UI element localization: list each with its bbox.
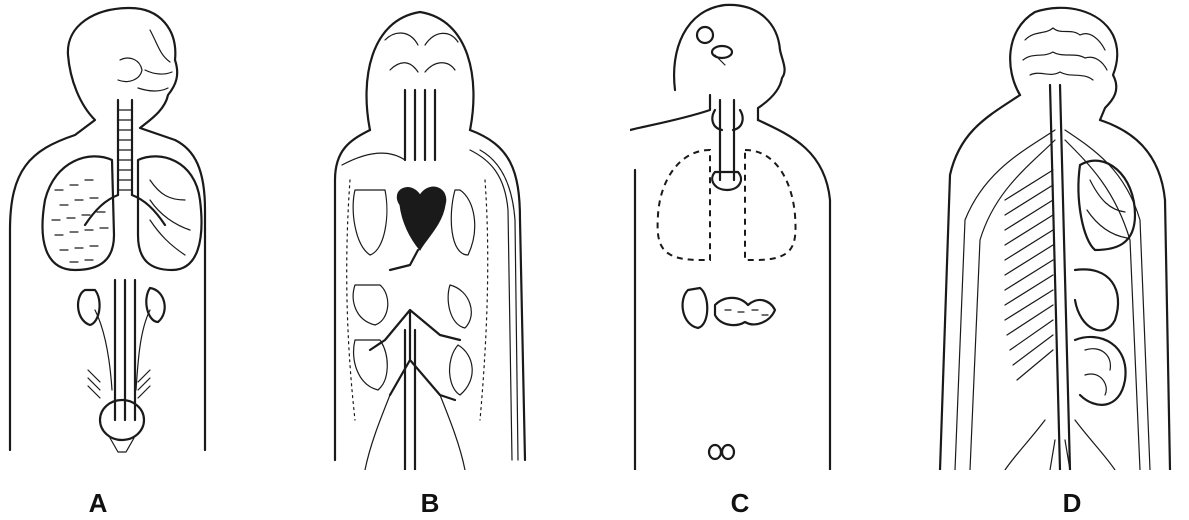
figure-a: [0, 0, 240, 470]
trachea: [720, 100, 734, 180]
label-b: B: [400, 488, 460, 518]
label-d: D: [1042, 488, 1102, 518]
thyroid: [712, 110, 742, 130]
right-lung: [138, 156, 202, 270]
label-a: A: [68, 488, 128, 518]
figure-c-illustration: [630, 0, 850, 470]
gonad-right: [722, 445, 734, 459]
right-kidney: [146, 288, 164, 322]
figure-d-illustration: [935, 0, 1175, 470]
left-lung: [43, 156, 114, 270]
pancreas: [715, 298, 775, 325]
figure-b: [330, 0, 540, 470]
pineal-gland: [697, 27, 713, 43]
left-lung-texture: [52, 180, 108, 262]
gonad-left: [709, 445, 721, 459]
pituitary-gland: [712, 46, 732, 58]
figure-c: [630, 0, 850, 470]
figure-a-illustration: [0, 0, 240, 470]
heart: [397, 187, 446, 250]
adrenal-kidney: [683, 288, 708, 328]
trachea-rings: [118, 110, 132, 190]
left-kidney: [78, 290, 100, 325]
rib-hatching: [1005, 170, 1053, 380]
bladder: [100, 400, 144, 440]
figure-b-illustration: [330, 0, 540, 470]
thymus: [712, 172, 741, 190]
label-c: C: [710, 488, 770, 518]
figure-d: [935, 0, 1175, 470]
